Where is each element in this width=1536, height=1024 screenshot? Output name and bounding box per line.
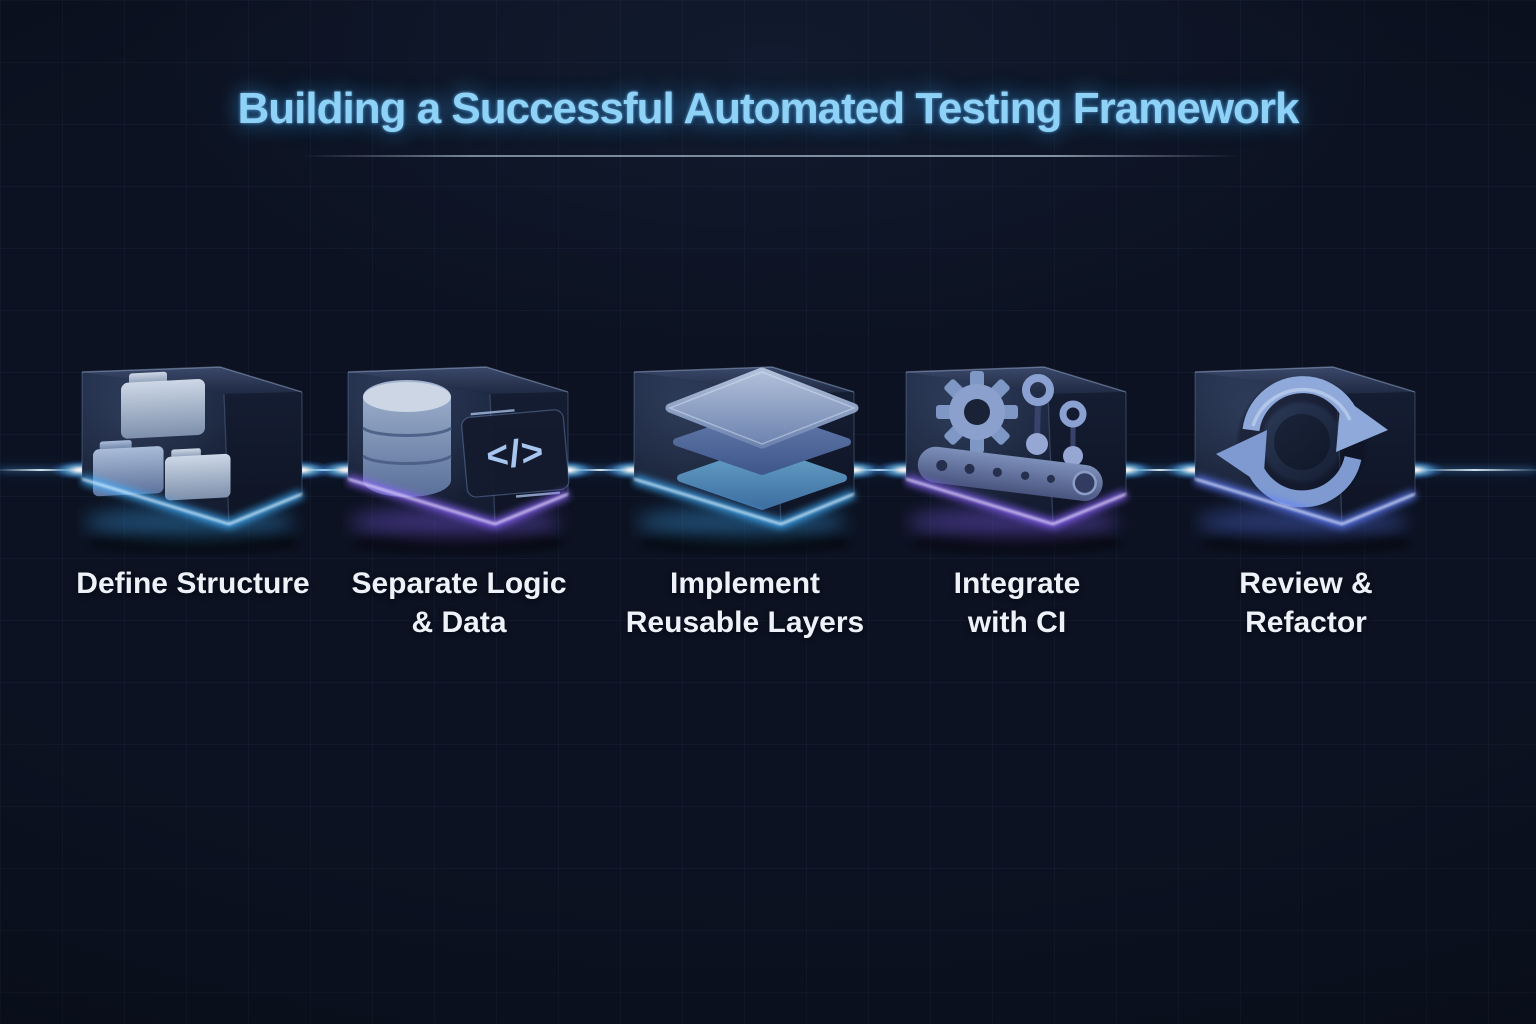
step-card-implement-reusable-layers: Implement Reusable Layers (605, 346, 885, 642)
step-label-line2: with CI (967, 606, 1067, 639)
cube-icon (904, 366, 1128, 552)
step-card-review-refactor: Review & Refactor (1166, 346, 1446, 642)
step-label-line2: Refactor (1245, 606, 1367, 639)
cube-icon (632, 366, 859, 552)
step-card-separate-logic-data: </> Separate Logic & Data (319, 346, 599, 642)
step-label-line1: Separate Logic (351, 567, 567, 600)
cube-right-face (224, 392, 302, 524)
step-label-line1: Implement (669, 567, 821, 600)
step-label: Define Structure (53, 564, 333, 603)
cube-icon (80, 366, 304, 552)
step-label: Implement Reusable Layers (605, 564, 885, 642)
step-label-line2: & Data (411, 606, 507, 639)
title-divider (300, 155, 1240, 157)
step-label: Review & Refactor (1166, 564, 1446, 642)
code-glyph: </> (485, 431, 546, 478)
step-label-line1: Integrate (953, 567, 1081, 600)
step-label-line1: Define Structure (76, 567, 310, 600)
gear-icon (936, 371, 1018, 453)
step-label: Integrate with CI (877, 564, 1157, 642)
page-title: Building a Successful Automated Testing … (237, 84, 1300, 133)
database-icon (362, 380, 452, 497)
code-panel-icon: </> (461, 409, 570, 498)
step-label-line1: Review & (1239, 567, 1373, 600)
cube-icon (1193, 366, 1417, 552)
step-label: Separate Logic & Data (319, 564, 599, 642)
step-label-line2: Reusable Layers (625, 606, 865, 639)
step-card-integrate-with-ci: Integrate with CI (877, 346, 1157, 642)
cube-icon: </> (346, 366, 570, 552)
step-card-define-structure: Define Structure (53, 346, 333, 603)
